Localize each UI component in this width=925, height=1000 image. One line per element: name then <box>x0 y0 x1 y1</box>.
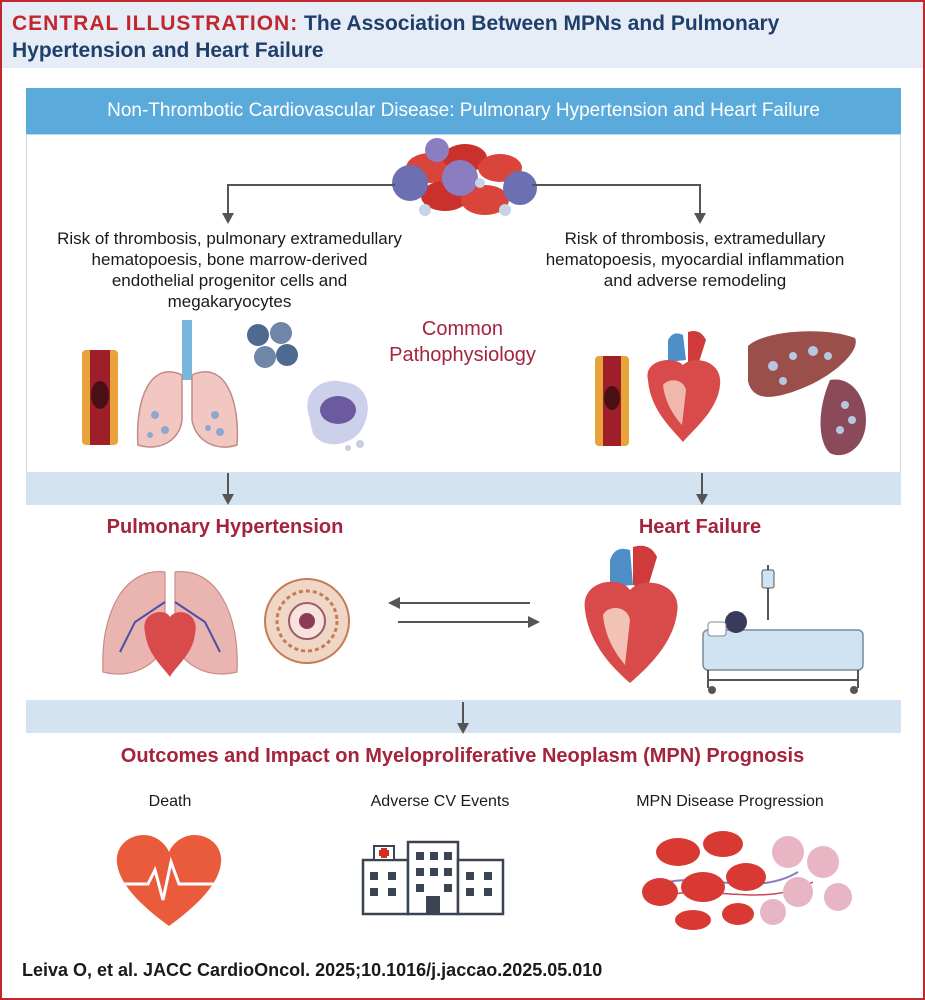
cell-cluster-illustration <box>392 138 537 216</box>
mpn-blood-cells-illustration <box>642 831 852 930</box>
megakaryocyte-illustration <box>307 380 368 451</box>
heart-pulse-icon <box>116 834 222 926</box>
liver-illustration <box>748 331 856 397</box>
outcome-adverse-cv-label: Adverse CV Events <box>370 793 510 810</box>
hospital-building-icon <box>361 840 505 916</box>
section-title: Non-Thrombotic Cardiovascular Disease: P… <box>26 88 901 134</box>
lungs-with-heart-illustration <box>102 571 238 677</box>
heart-failure-heart-illustration <box>584 545 678 683</box>
outcomes-title: Outcomes and Impact on Myeloproliferativ… <box>120 745 805 767</box>
heart-failure-title: Heart Failure <box>638 516 762 538</box>
outcome-death-label: Death <box>148 793 192 810</box>
heart-illustration-top <box>647 331 721 442</box>
lungs-illustration <box>136 320 239 448</box>
common-pathophysiology-label: Common Pathophysiology <box>385 316 540 368</box>
header-label: CENTRAL ILLUSTRATION: <box>12 12 299 35</box>
progenitor-cells-illustration <box>247 322 298 368</box>
pulmonary-hypertension-title: Pulmonary Hypertension <box>106 516 344 538</box>
artery-thrombus-illustration-left <box>82 350 118 445</box>
hospital-bed-illustration <box>702 565 864 694</box>
vessel-cross-section-illustration <box>264 578 350 664</box>
header: CENTRAL ILLUSTRATION: The Association Be… <box>2 2 923 68</box>
spleen-illustration <box>820 379 866 456</box>
common-label-line2: Pathophysiology <box>389 344 536 366</box>
left-pathophysiology-text: Risk of thrombosis, pulmonary extramedul… <box>57 229 402 311</box>
outcome-mpn-progression-label: MPN Disease Progression <box>636 793 824 810</box>
band-1 <box>26 472 901 505</box>
header-title-text: The Association Between MPNs and Pulmona… <box>12 12 780 62</box>
header-title: CENTRAL ILLUSTRATION: The Association Be… <box>12 10 912 64</box>
right-pathophysiology-text: Risk of thrombosis, extramedullary hemat… <box>545 229 845 290</box>
citation: Leiva O, et al. JACC CardioOncol. 2025;1… <box>22 960 603 980</box>
artery-thrombus-illustration-right <box>595 356 629 446</box>
common-label-line1: Common <box>421 318 504 340</box>
